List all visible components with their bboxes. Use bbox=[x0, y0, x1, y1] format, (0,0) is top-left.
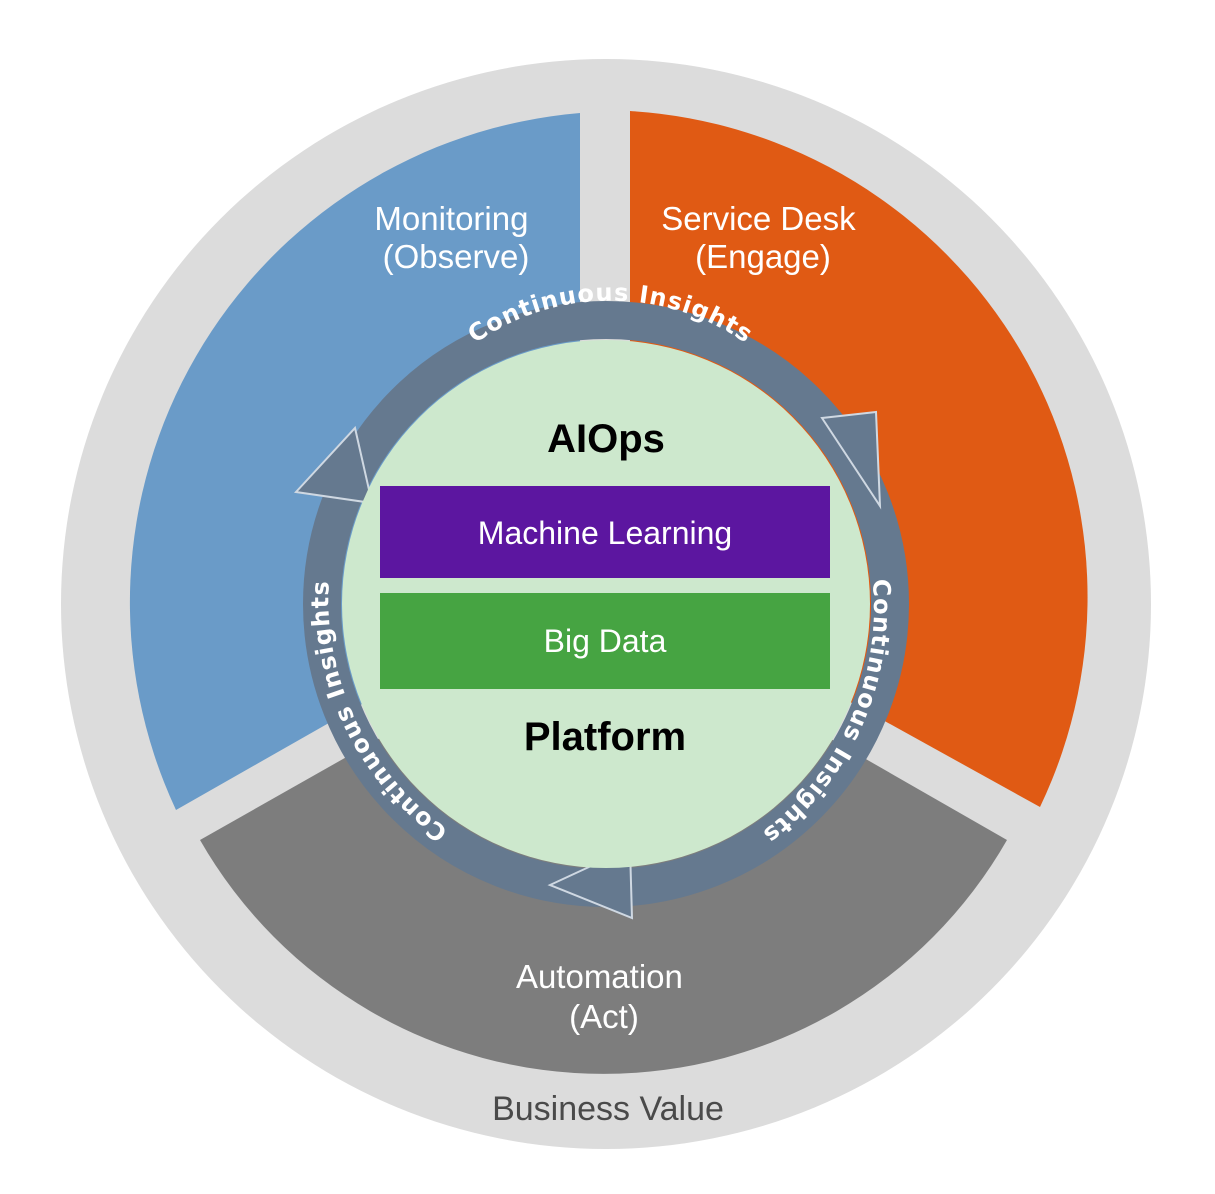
service-desk-label-line1: Service Desk bbox=[661, 200, 856, 237]
monitoring-label-line2: (Observe) bbox=[383, 238, 530, 275]
big-data-label: Big Data bbox=[544, 623, 667, 659]
machine-learning-label: Machine Learning bbox=[478, 515, 732, 551]
automation-label-line1: Automation bbox=[516, 958, 683, 995]
service-desk-label: Service Desk (Engage) bbox=[661, 200, 865, 275]
automation-label: Automation (Act) bbox=[516, 958, 692, 1035]
business-value-label: Business Value bbox=[492, 1090, 724, 1128]
big-data-layer bbox=[380, 593, 830, 689]
monitoring-label: Monitoring (Observe) bbox=[374, 200, 537, 275]
monitoring-label-line1: Monitoring bbox=[374, 200, 528, 237]
service-desk-label-line2: (Engage) bbox=[695, 238, 831, 275]
platform-title: Platform bbox=[524, 715, 686, 759]
automation-label-line2: (Act) bbox=[569, 998, 639, 1035]
cycle-arrow-left-icon bbox=[293, 425, 374, 505]
aiops-title: AIOps bbox=[547, 417, 665, 461]
machine-learning-layer bbox=[380, 486, 830, 578]
cycle-arrow-top-right-icon bbox=[820, 410, 882, 510]
